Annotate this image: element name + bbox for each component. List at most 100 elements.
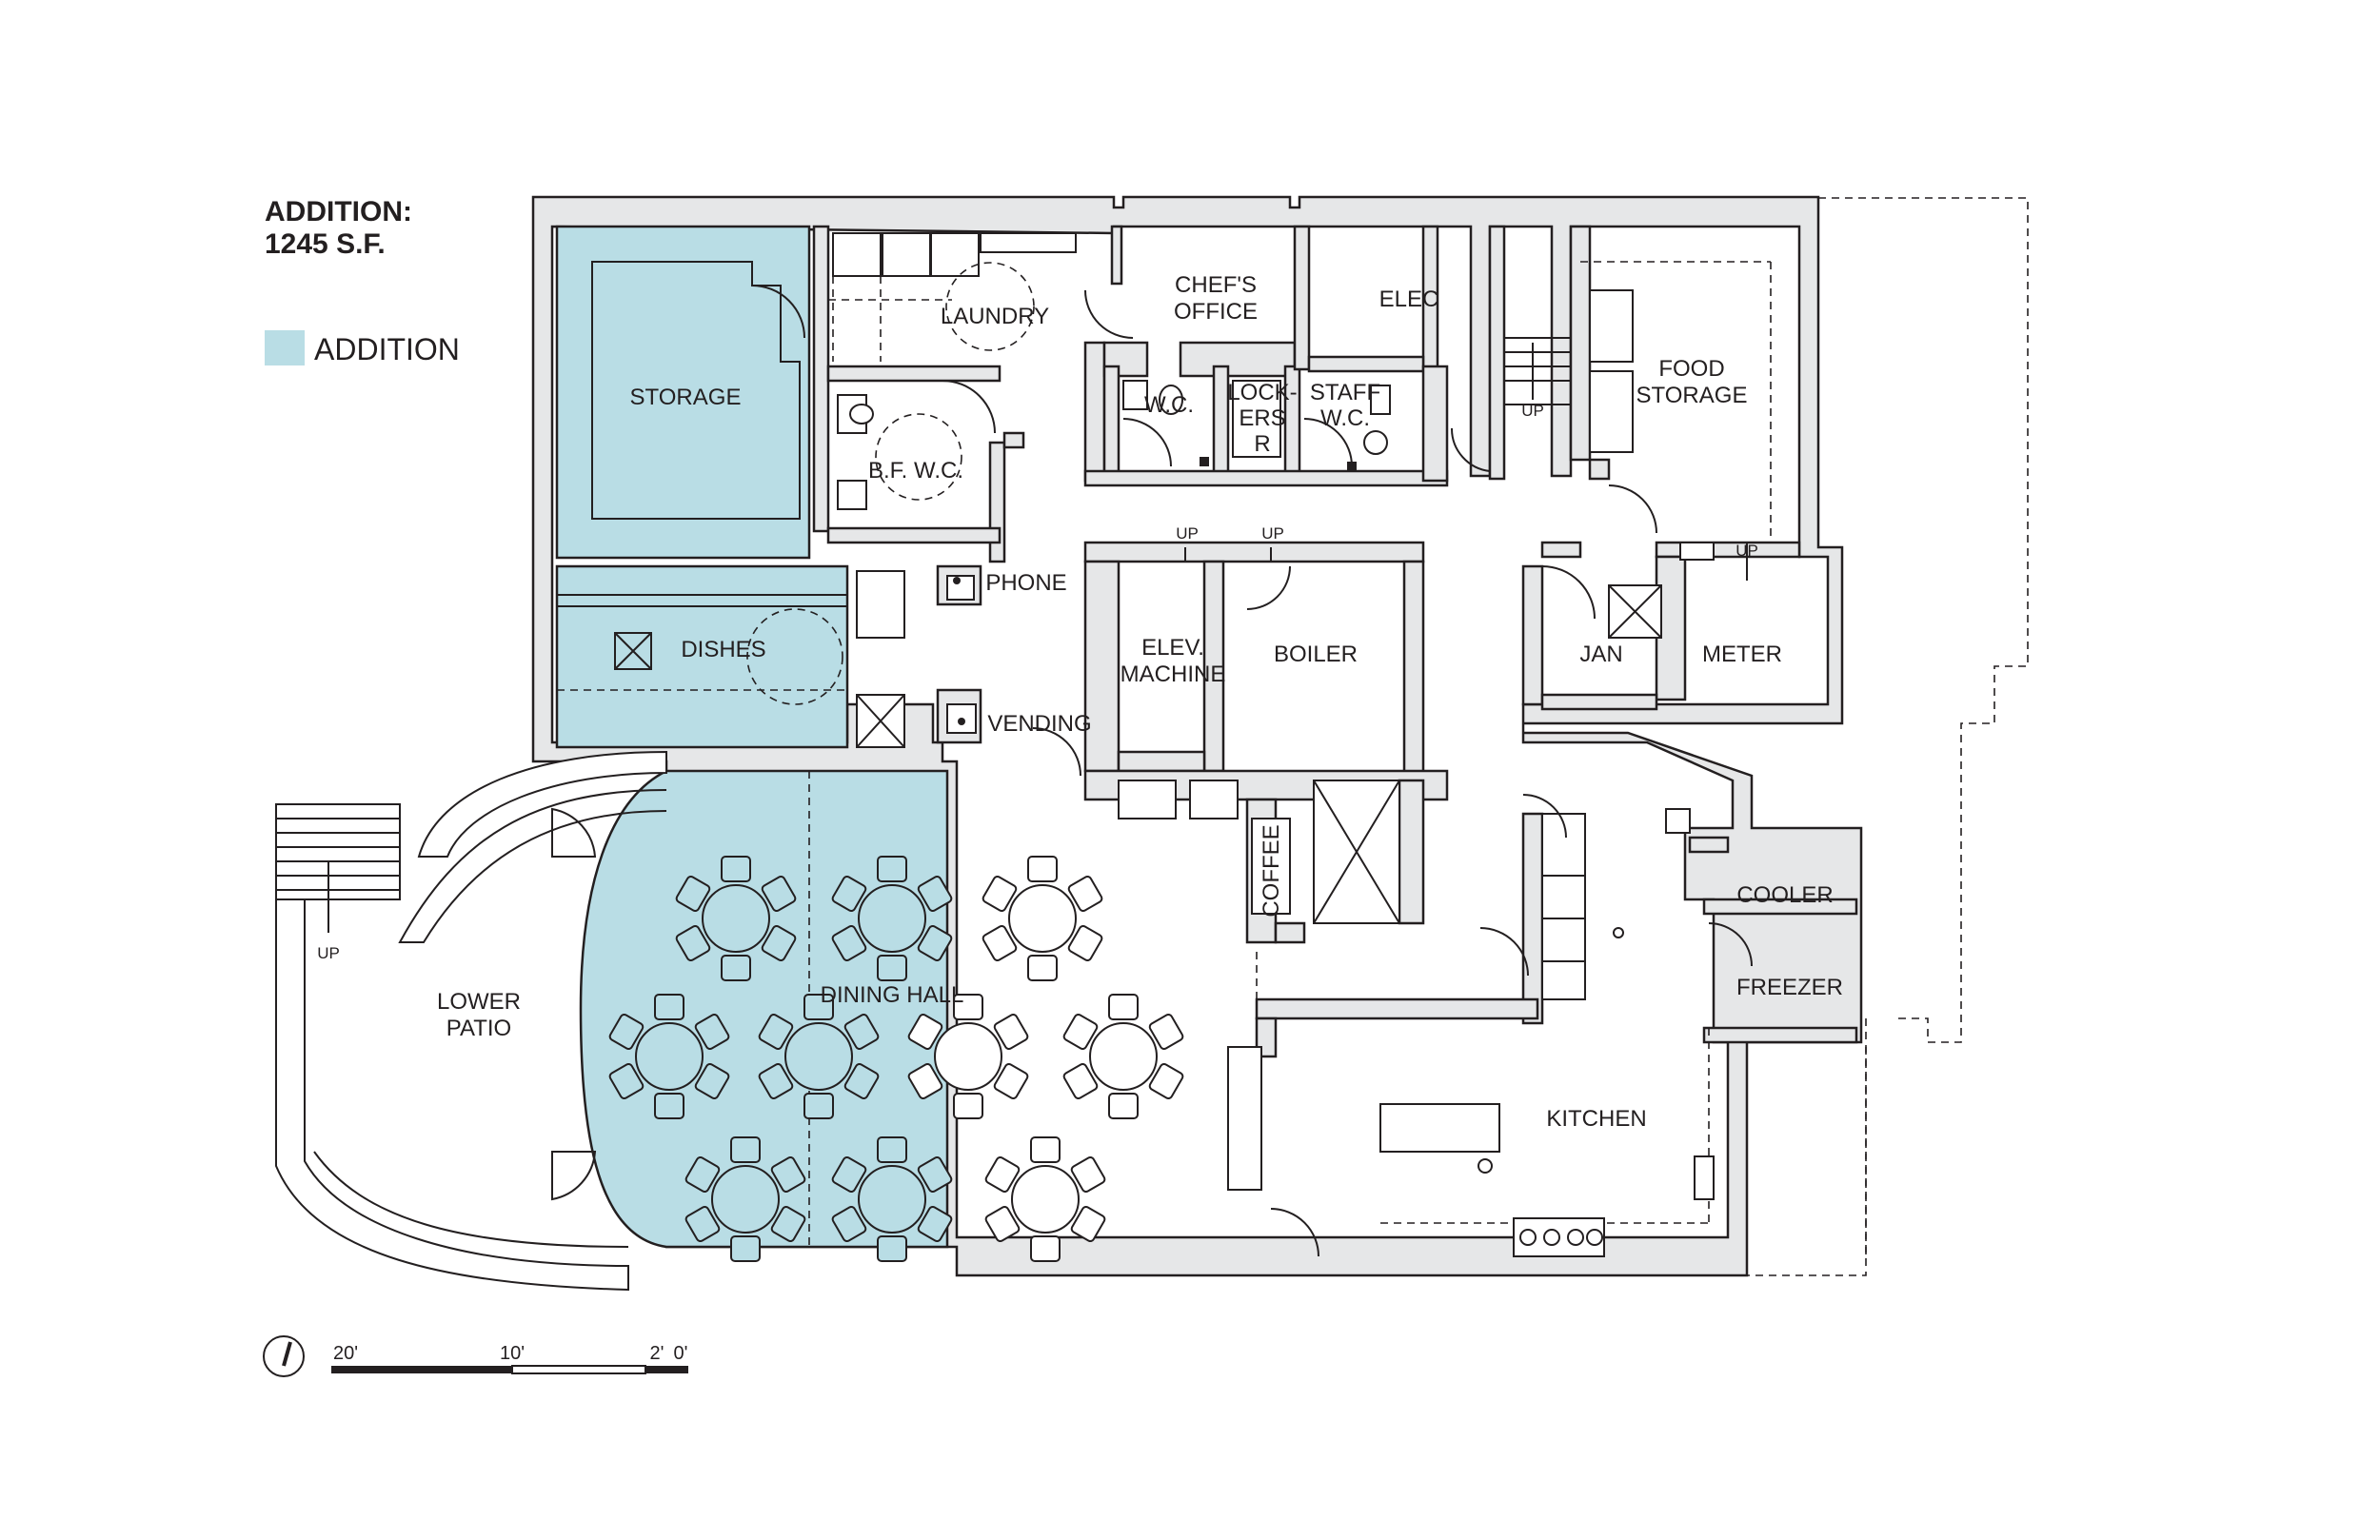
dining-table [831, 1136, 953, 1262]
dining-table [675, 856, 797, 981]
room-label-bf-wc: B.F. W.C. [868, 458, 963, 484]
chair [877, 955, 907, 981]
dishes-room [555, 564, 849, 749]
chair [907, 1062, 943, 1100]
room-label-laundry: LAUNDRY [941, 304, 1049, 329]
dining-table [684, 1136, 806, 1262]
addition-title-line1: ADDITION: [265, 196, 412, 227]
laundry-fixtures [828, 232, 1134, 510]
scale-bar: 20' 10' 2' 0' [263, 1335, 688, 1377]
room-label-chefs-office-2: OFFICE [1174, 299, 1258, 325]
room-label-jan: JAN [1579, 642, 1622, 667]
chair [1027, 856, 1058, 882]
room-label-elev-machine-2: MACHINE [1121, 661, 1226, 687]
room-label-food-storage-2: STORAGE [1636, 383, 1748, 408]
round-table [784, 1022, 853, 1091]
round-table [858, 884, 926, 953]
dining-table [984, 1136, 1106, 1262]
chair [917, 1205, 953, 1243]
chair [843, 1062, 880, 1100]
north-arrow-icon [263, 1335, 305, 1377]
kitchen-fixtures [1227, 794, 1753, 1257]
chair [654, 1093, 684, 1119]
chair [608, 1062, 645, 1100]
chair [803, 1093, 834, 1119]
room-label-lower-patio-2: PATIO [446, 1016, 511, 1041]
dining-tables [608, 856, 1184, 1262]
round-table [858, 1165, 926, 1234]
chair [721, 856, 751, 882]
chair [982, 924, 1018, 962]
boiler-stairs: UP UP [1118, 524, 1400, 924]
room-label-elev-machine-1: ELEV. [1141, 635, 1204, 661]
scale-label-20: 20' [333, 1343, 358, 1364]
round-table [934, 1022, 1002, 1091]
chair [1027, 955, 1058, 981]
elev-stair-up-label: UP [1176, 524, 1199, 543]
chair [721, 955, 751, 981]
scale-label-10: 10' [500, 1343, 525, 1364]
dining-table [831, 856, 953, 981]
site-outline [1742, 197, 2029, 1276]
room-label-chefs-office-1: CHEF'S [1175, 272, 1257, 298]
meter-stair-up-label: UP [1735, 542, 1758, 560]
room-label-meter: METER [1702, 642, 1782, 667]
addition-title-line2: 1245 S.F. [265, 228, 386, 260]
dining-table [1062, 994, 1184, 1119]
round-table [711, 1165, 780, 1234]
scale-label-2: 2' [650, 1343, 664, 1364]
chair [730, 1136, 761, 1163]
room-label-boiler: BOILER [1274, 642, 1358, 667]
chair [831, 924, 867, 962]
room-label-kitchen: KITCHEN [1546, 1106, 1646, 1132]
chair [877, 1136, 907, 1163]
round-table [1011, 1165, 1080, 1234]
chair [917, 1155, 953, 1194]
round-table [1089, 1022, 1158, 1091]
chair [982, 875, 1018, 913]
chair [877, 856, 907, 882]
chair [684, 1205, 721, 1243]
room-label-staff-wc-1: STAFF [1310, 380, 1380, 405]
room-label-dining-hall: DINING HALL [821, 982, 964, 1008]
chair [758, 1013, 794, 1051]
chair [1070, 1155, 1106, 1194]
chair [917, 924, 953, 962]
chair [675, 875, 711, 913]
chair [831, 1155, 867, 1194]
room-label-freezer: FREEZER [1736, 975, 1843, 1000]
chair [984, 1155, 1021, 1194]
room-label-wc: W.C. [1144, 392, 1194, 418]
chair [917, 875, 953, 913]
room-label-cooler: COOLER [1736, 882, 1833, 908]
chair [831, 875, 867, 913]
phone-vending [856, 564, 1081, 777]
chair [761, 924, 797, 962]
round-table [1008, 884, 1077, 953]
room-label-phone: PHONE [985, 570, 1066, 596]
chair [1030, 1235, 1061, 1262]
chair [770, 1155, 806, 1194]
dining-table [758, 994, 880, 1119]
scale-label-0: 0' [674, 1343, 688, 1364]
chair [993, 1013, 1029, 1051]
chair [984, 1205, 1021, 1243]
chair [831, 1205, 867, 1243]
chair [953, 994, 983, 1020]
jan-fixture [1541, 565, 1662, 639]
room-label-lockers-2: ERS [1239, 405, 1285, 431]
chair [1108, 1093, 1139, 1119]
room-label-coffee: COFFEE [1259, 824, 1284, 917]
legend-label: ADDITION [314, 332, 460, 366]
chair [1062, 1013, 1099, 1051]
chair [1108, 994, 1139, 1020]
chair [608, 1013, 645, 1051]
dining-table [982, 856, 1103, 981]
chair [694, 1062, 730, 1100]
chair [953, 1093, 983, 1119]
chair [993, 1062, 1029, 1100]
chair [770, 1205, 806, 1243]
lower-patio: UP [275, 750, 667, 1292]
room-label-lockers-3: R [1254, 431, 1270, 457]
chair [1030, 1136, 1061, 1163]
